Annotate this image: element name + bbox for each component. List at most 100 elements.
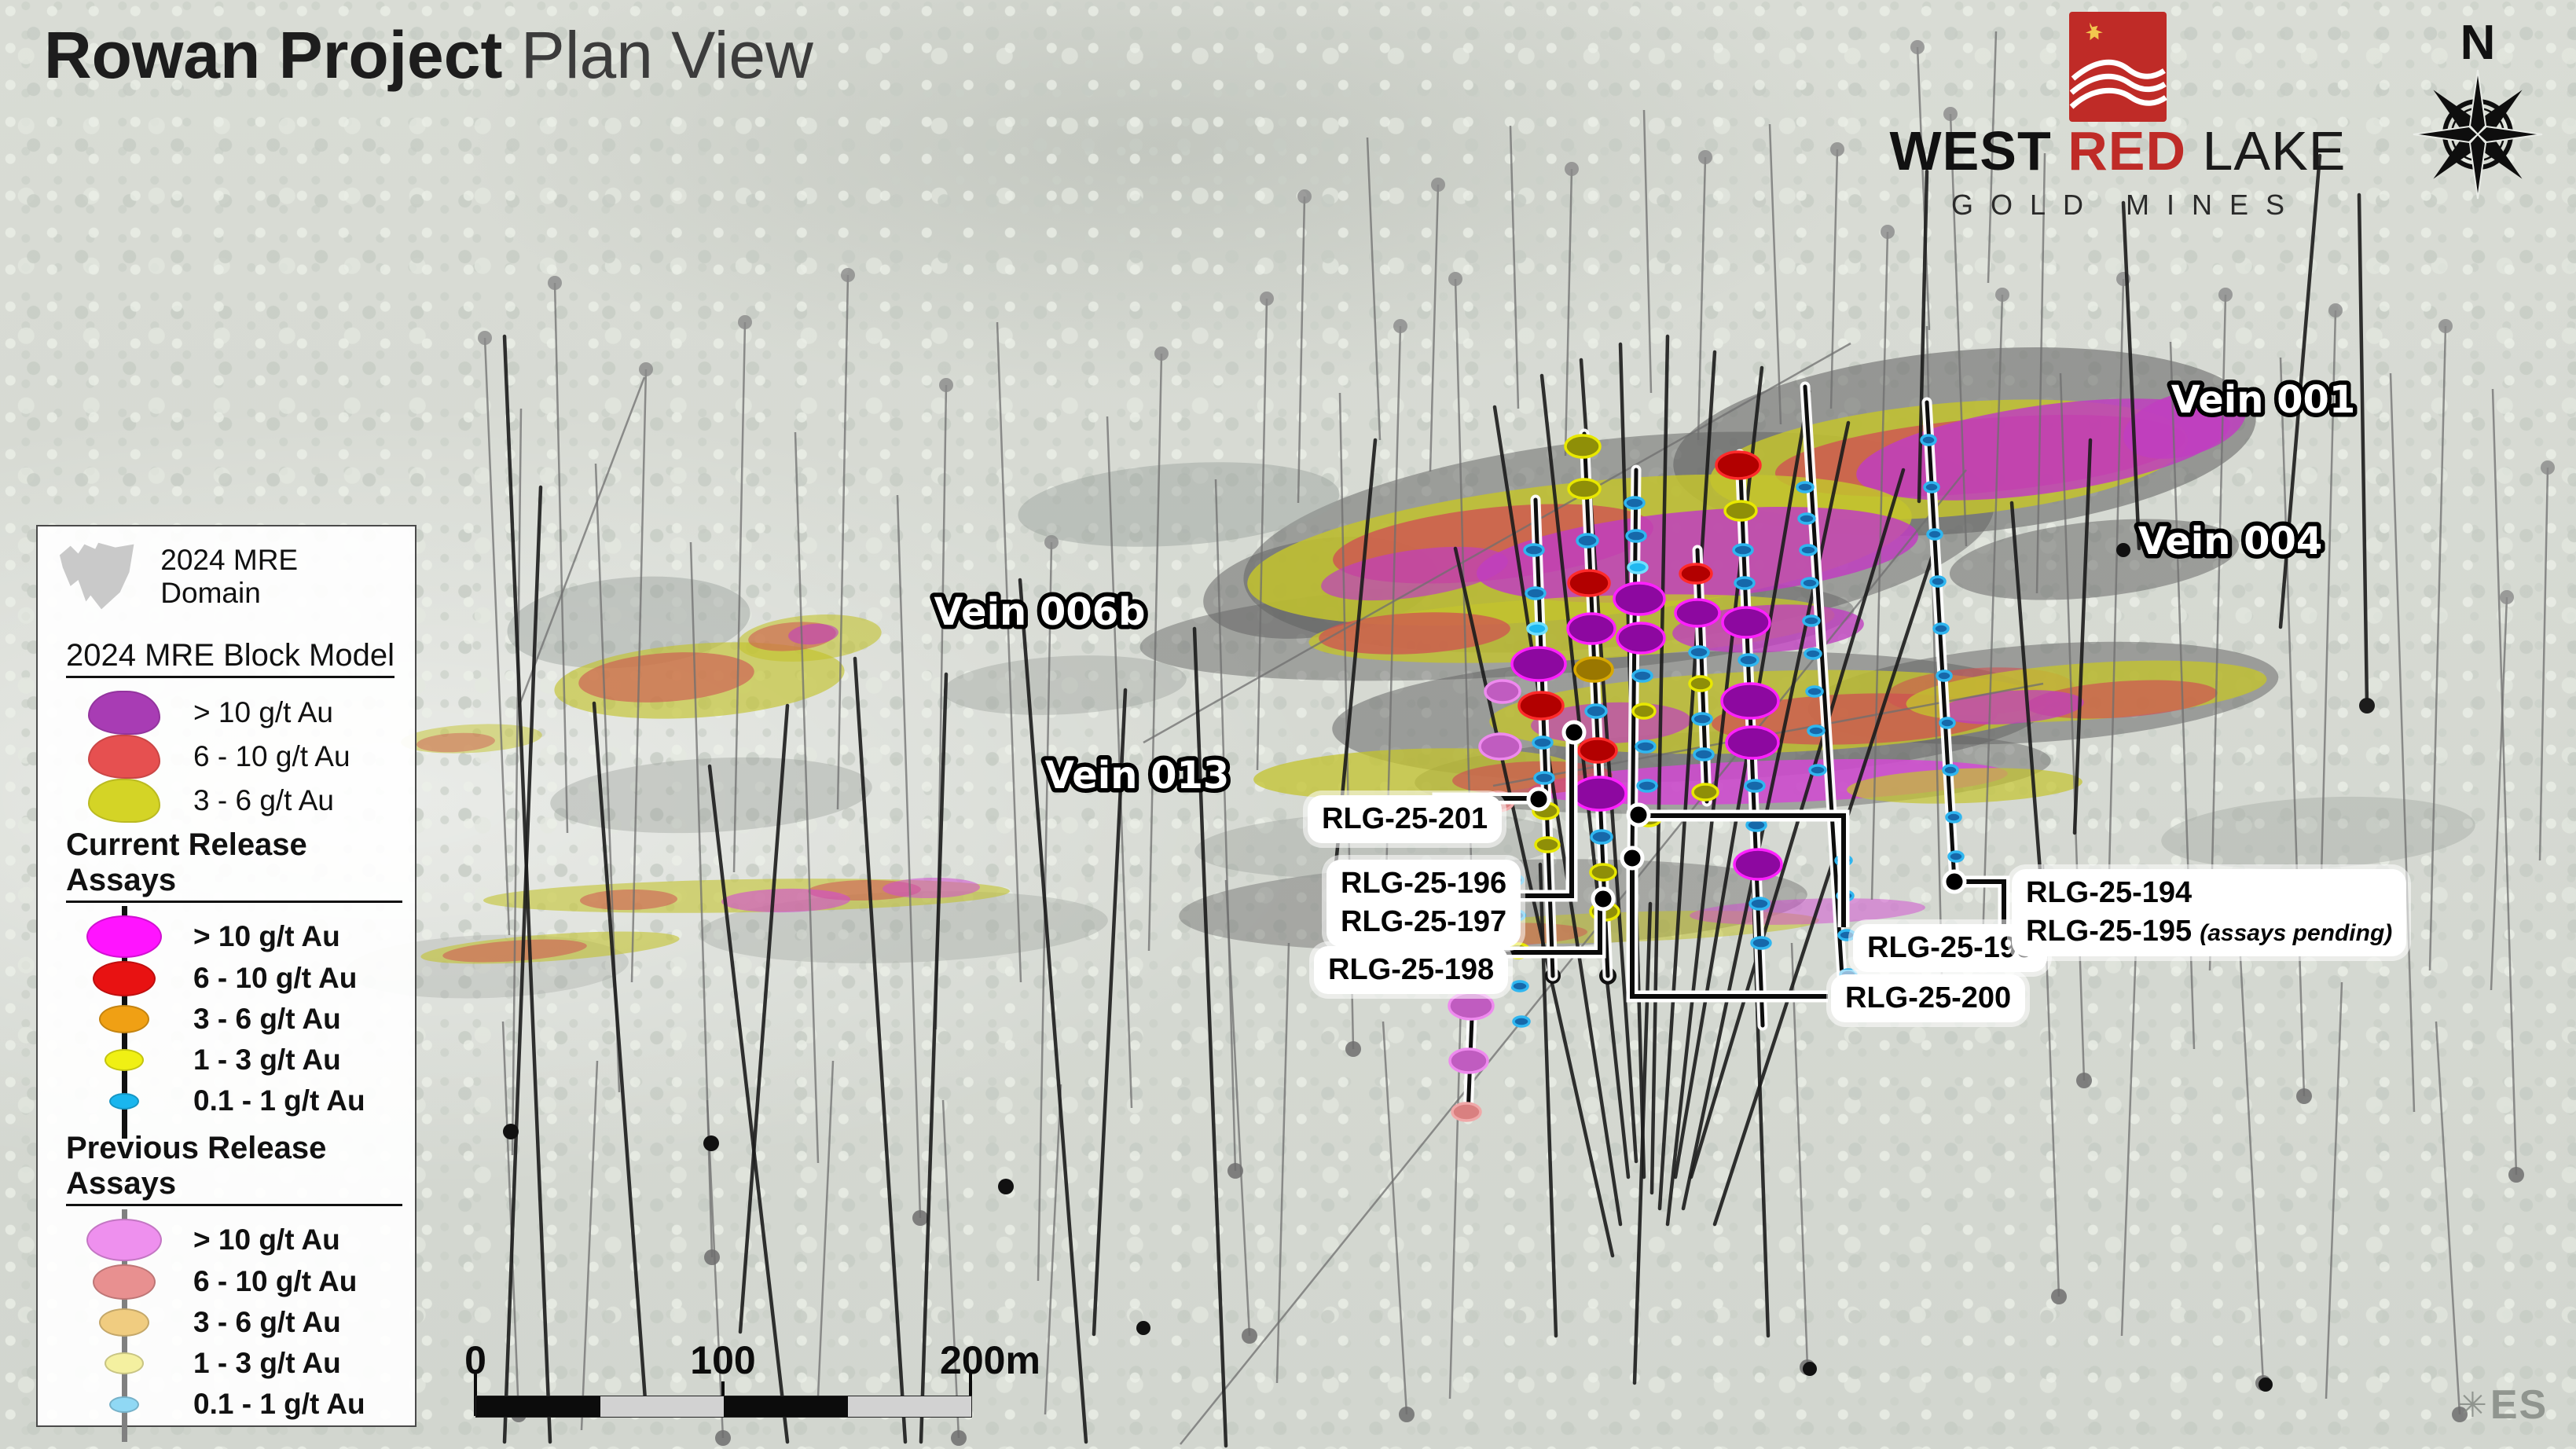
drill-trace-gray	[1980, 294, 2004, 971]
assay-interval-disc	[1936, 669, 1953, 682]
assay-interval-disc	[1744, 779, 1766, 793]
drill-collar-dot	[1136, 1321, 1150, 1335]
drill-collar-dot	[1345, 1041, 1361, 1057]
drill-trace-black	[1453, 546, 1615, 1258]
drill-trace-gray	[483, 337, 511, 936]
drill-trace-gray	[1916, 46, 1931, 331]
drill-trace-black	[853, 656, 908, 1444]
assay-interval-disc	[1517, 691, 1565, 721]
drill-trace-gray	[630, 369, 648, 983]
assay-interval-disc	[1525, 586, 1547, 600]
company-logo-icon	[2069, 12, 2167, 122]
labeled-collar-dot	[1942, 869, 1967, 894]
drill-trace-gray	[1256, 298, 1268, 771]
drill-collar-dot	[639, 362, 653, 376]
drill-collar-dot	[951, 1430, 967, 1446]
assay-interval-disc	[1799, 544, 1818, 556]
drill-collar-dot	[1803, 1362, 1817, 1376]
mre-domain-blob	[1949, 519, 2240, 600]
drill-trace-gray	[553, 282, 569, 834]
block-model-band	[580, 889, 677, 911]
drill-trace-gray	[1564, 168, 1573, 457]
assay-interval-disc	[1589, 863, 1617, 882]
drill-collar-dot	[1448, 272, 1462, 286]
drill-trace-gray	[2238, 942, 2265, 1384]
assay-interval-disc	[1534, 836, 1561, 853]
drill-trace-black	[738, 703, 790, 1334]
drillhole-label-line: RLG-25-195(assays pending)	[2026, 915, 2393, 948]
block-model-blob-icon	[88, 779, 160, 823]
mre-domain-blob	[943, 655, 1187, 715]
assay-interval-disc	[1567, 478, 1602, 500]
assay-interval-disc	[1920, 434, 1937, 446]
drill-trace-black	[2009, 501, 2046, 914]
assay-interval-disc	[1808, 764, 1827, 776]
drillhole-label-line: RLG-25-199	[1867, 931, 2034, 964]
legend-previous-heading: Previous Release Assays	[66, 1131, 402, 1206]
drill-trace-gray	[1366, 137, 1382, 441]
drillhole-label: RLG-25-201	[1308, 795, 1503, 844]
assay-interval-disc	[1947, 850, 1965, 863]
drill-trace-gray	[1214, 479, 1237, 1172]
legend-item: 1 - 3 g/t Au	[55, 1343, 402, 1384]
legend-item: 3 - 6 g/t Au	[55, 1302, 402, 1343]
drill-trace-black	[1673, 389, 1811, 1179]
drill-trace-black	[1018, 578, 1088, 1444]
label-leader-line	[1630, 860, 1828, 999]
assay-interval-disc	[1679, 563, 1713, 585]
drillhole-label-line: RLG-25-196	[1341, 867, 1507, 900]
drill-collar-dot	[1399, 1407, 1415, 1422]
scale-label-200m: 200m	[940, 1338, 1040, 1382]
assay-interval-disc	[1567, 569, 1611, 597]
logo-west: WEST	[1889, 120, 2068, 182]
labeled-collar-dot	[1526, 787, 1551, 812]
assay-disc-icon	[109, 1396, 139, 1413]
drill-trace-gray	[2389, 372, 2416, 1113]
drill-collar-dot	[715, 1430, 731, 1446]
page-title: Rowan Project Plan View	[44, 17, 813, 94]
block-model-band	[2123, 390, 2246, 459]
assay-interval-disc	[1688, 645, 1710, 659]
block-model-blob-icon	[88, 691, 160, 735]
block-model-band	[721, 888, 850, 913]
drill-trace-black	[2072, 438, 2093, 835]
assay-interval-disc	[1720, 682, 1780, 720]
drill-collar-dot	[2051, 1289, 2067, 1304]
assay-interval-disc	[1738, 653, 1760, 667]
legend-item-label: 3 - 6 g/t Au	[193, 1003, 341, 1035]
scale-label-100: 100	[690, 1338, 756, 1382]
drill-trace-gray	[732, 321, 747, 873]
drill-trace-gray	[1143, 342, 1851, 744]
legend-item-label: 6 - 10 g/t Au	[193, 962, 358, 994]
legend-item-label: 6 - 10 g/t Au	[193, 1265, 358, 1297]
assay-interval-disc	[1725, 725, 1780, 760]
legend-item-label: 6 - 10 g/t Au	[193, 740, 350, 772]
assay-interval-disc	[1837, 929, 1856, 941]
drill-trace-gray	[1429, 184, 1440, 472]
assay-interval-disc	[1674, 598, 1721, 628]
drill-trace-gray	[2491, 388, 2518, 1176]
drill-trace-gray	[836, 274, 849, 810]
drill-trace-black	[592, 701, 648, 1413]
labeled-collar-dot	[1620, 846, 1645, 871]
drill-trace-black	[1538, 862, 1558, 1338]
compass-rose: N	[2411, 19, 2545, 205]
vein-label: Vein 006b	[934, 590, 1146, 634]
drill-trace-gray	[2106, 278, 2125, 940]
block-model-band	[1847, 768, 2082, 804]
map-legend: 2024 MRE Domain 2024 MRE Block Model > 1…	[36, 525, 416, 1442]
assay-interval-disc	[1733, 848, 1783, 881]
drill-trace-black	[1192, 626, 1228, 1448]
assay-interval-disc	[1451, 1102, 1482, 1122]
legend-item-label: 0.1 - 1 g/t Au	[193, 1084, 365, 1117]
drill-collar-dot	[2328, 303, 2343, 317]
drill-trace-black	[1334, 438, 1378, 867]
assay-interval-disc	[1571, 776, 1627, 812]
assay-interval-disc	[1923, 481, 1940, 493]
drill-trace-gray	[1509, 125, 1520, 409]
